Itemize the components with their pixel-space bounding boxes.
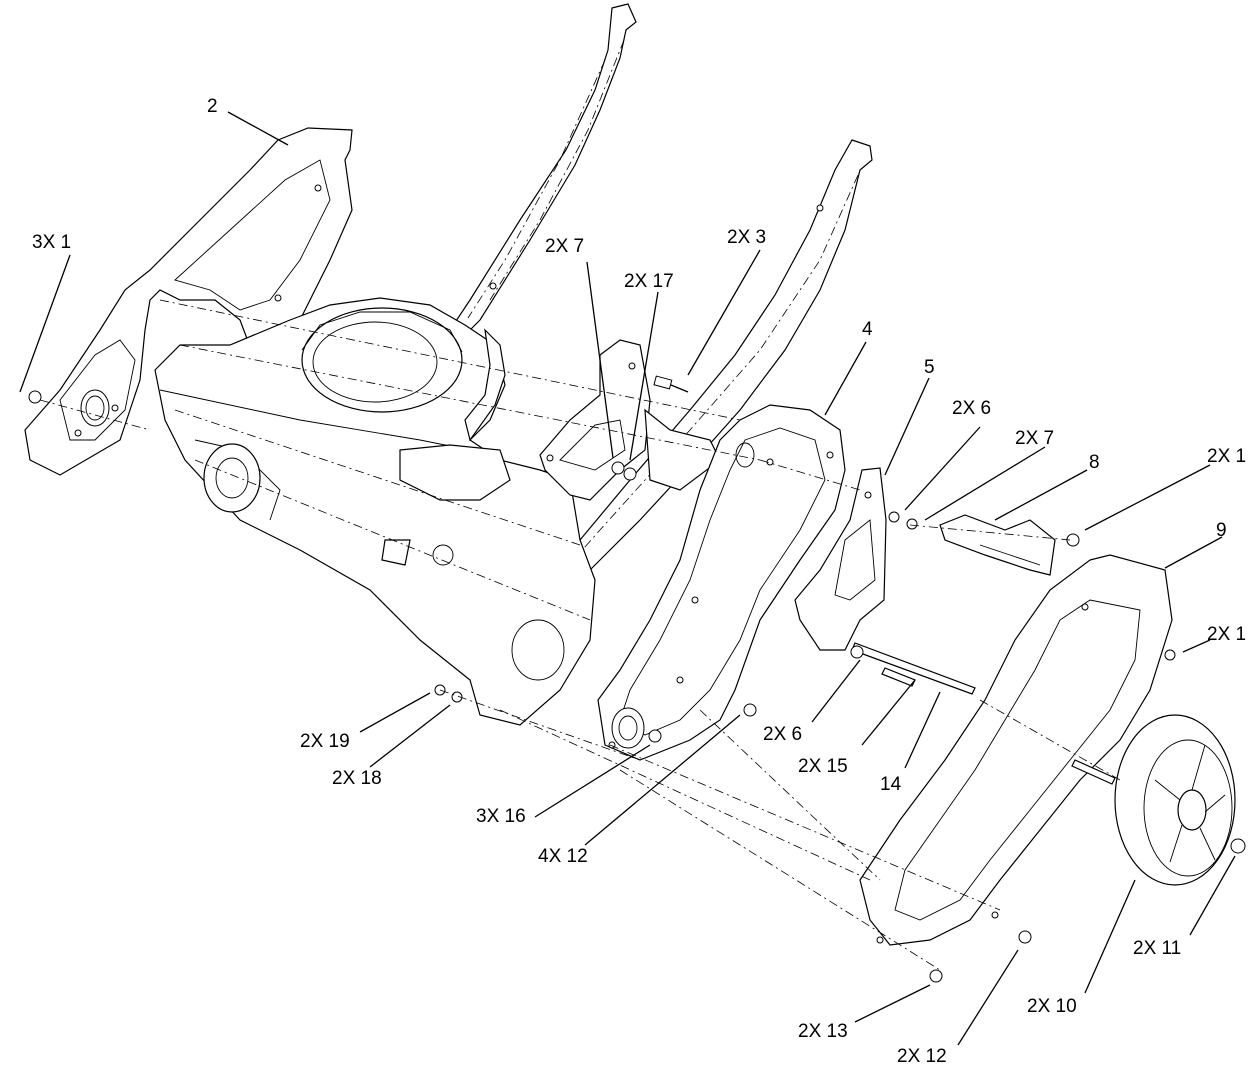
callout-8: 8 — [1089, 452, 1100, 473]
axle-14 — [850, 642, 1116, 785]
callout-2x-13: 2X 13 — [798, 1021, 848, 1042]
engine-housing — [154, 297, 596, 726]
callout-2x-19: 2X 19 — [300, 731, 350, 752]
callout-2x-10: 2X 10 — [1027, 996, 1077, 1017]
callout-2x-1-lower: 2X 1 — [1207, 624, 1246, 645]
leader-lines — [19, 111, 1236, 1046]
alignment-lines — [39, 299, 1121, 971]
callout-3x-1: 3X 1 — [32, 232, 71, 253]
latch-bracket-8 — [939, 514, 1078, 576]
callout-3x-16: 3X 16 — [476, 806, 526, 827]
callout-5: 5 — [924, 357, 935, 378]
callout-2x-11: 2X 11 — [1133, 938, 1181, 959]
callout-2x-17: 2X 17 — [624, 271, 674, 292]
callout-14: 14 — [880, 774, 902, 795]
frame-plate-4 — [597, 404, 846, 761]
callout-2x-7-upper: 2X 7 — [545, 236, 584, 257]
callout-2x-18: 2X 18 — [332, 768, 382, 789]
side-cover-9 — [859, 554, 1176, 946]
callout-labels: 2 3X 1 2X 7 2X 17 2X 3 4 5 2X 6 2X 7 8 2… — [32, 96, 1246, 1067]
handle-left — [449, 3, 637, 341]
callout-9: 9 — [1216, 520, 1227, 541]
callout-4: 4 — [862, 319, 873, 340]
mount-plate-5 — [794, 467, 887, 651]
misc-bolts — [28, 390, 1080, 983]
wheel-10 — [1114, 714, 1246, 886]
callout-4x-12: 4X 12 — [538, 846, 588, 867]
callout-2x-6-lower: 2X 6 — [763, 724, 802, 745]
callout-2x-7-right: 2X 7 — [1015, 428, 1054, 449]
hardware-6-7 — [611, 461, 918, 530]
callout-2x-12: 2X 12 — [897, 1046, 947, 1067]
bracket-3 — [539, 339, 721, 501]
callout-2x-6-upper: 2X 6 — [952, 398, 991, 419]
callout-2x-15: 2X 15 — [798, 756, 848, 777]
callout-2x-3: 2X 3 — [727, 227, 766, 248]
callout-2x-1-upper: 2X 1 — [1207, 446, 1246, 467]
callout-2: 2 — [207, 96, 218, 117]
